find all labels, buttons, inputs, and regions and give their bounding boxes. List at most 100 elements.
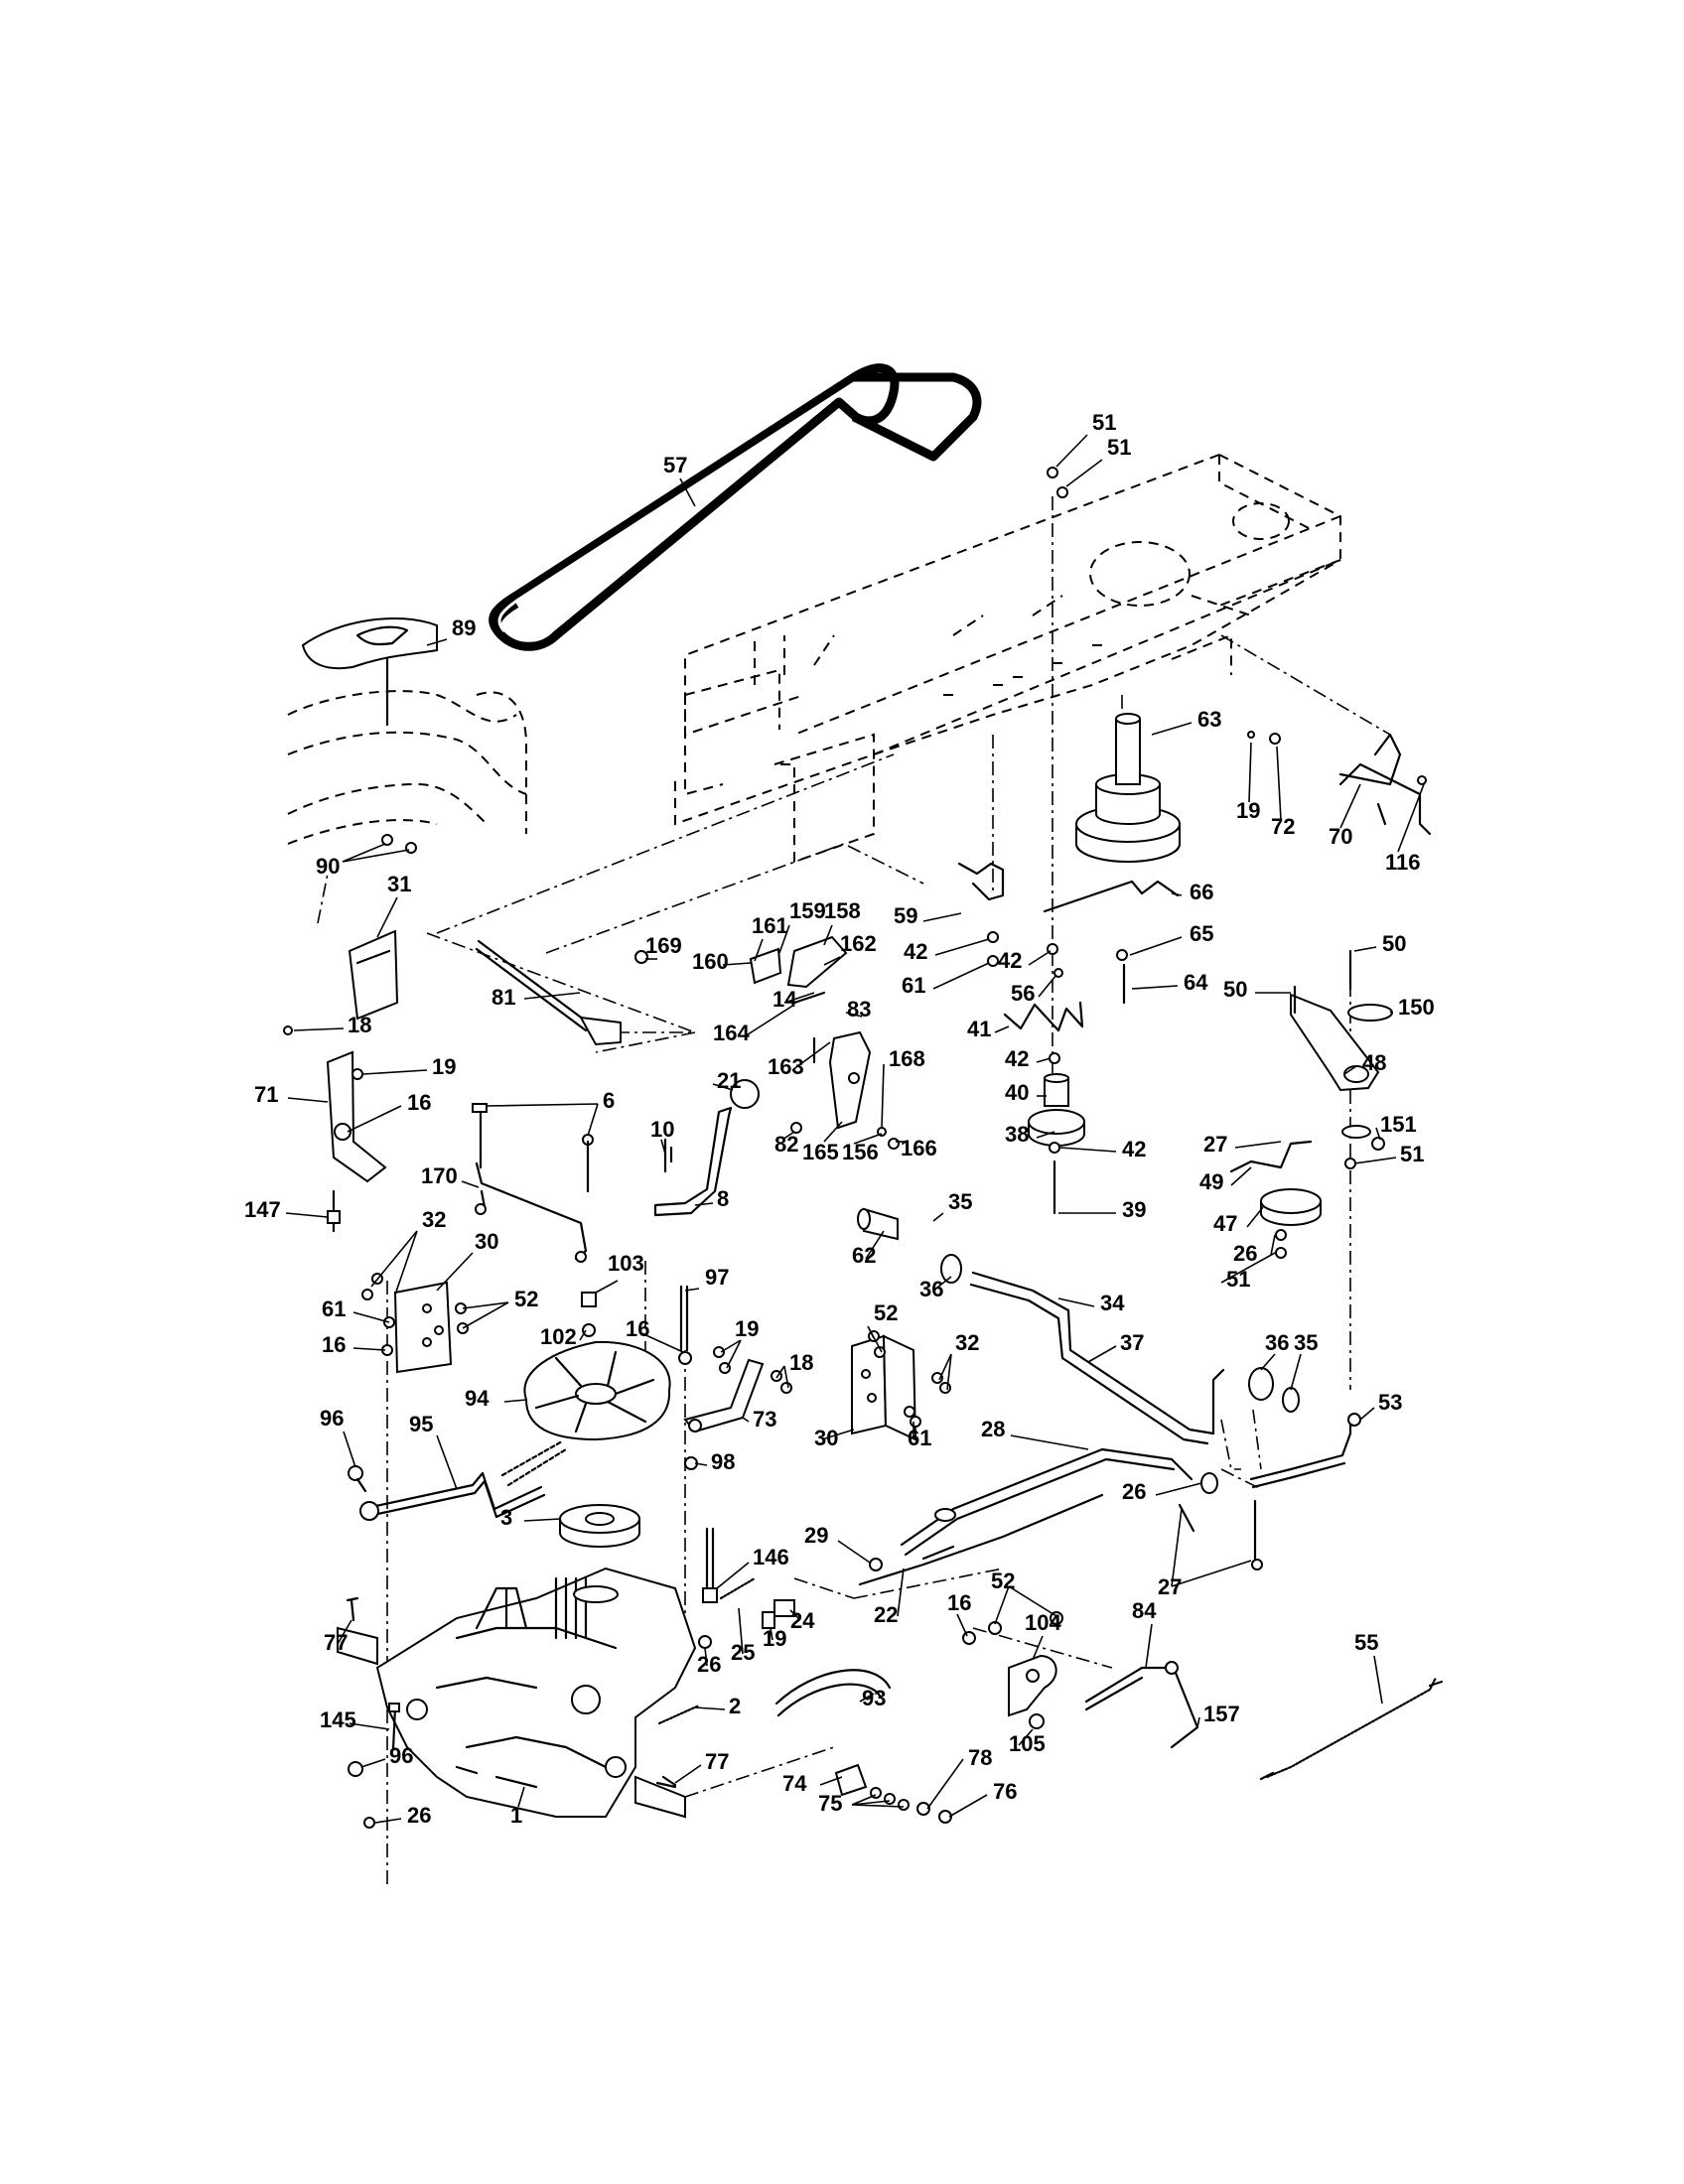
part-callout-1: 1 <box>510 1803 522 1828</box>
part-callout-81: 81 <box>491 985 515 1010</box>
part-callout-32: 32 <box>422 1207 446 1232</box>
part-callout-34: 34 <box>1100 1291 1125 1315</box>
part-callout-36: 36 <box>919 1277 943 1301</box>
part-callout-40: 40 <box>1005 1080 1029 1105</box>
part-callout-96: 96 <box>320 1406 344 1431</box>
part-callout-32: 32 <box>955 1330 979 1355</box>
part-callout-16: 16 <box>322 1332 346 1357</box>
part-callout-51: 51 <box>1107 435 1131 460</box>
part-callout-52: 52 <box>991 1569 1015 1593</box>
part-callout-145: 145 <box>320 1707 356 1732</box>
part-callout-51: 51 <box>1092 410 1116 435</box>
part-callout-31: 31 <box>387 872 411 896</box>
part-callout-53: 53 <box>1378 1390 1402 1415</box>
input-pulley <box>559 1504 640 1548</box>
part-callout-89: 89 <box>452 615 476 640</box>
part-callout-48: 48 <box>1362 1050 1386 1075</box>
part-callout-71: 71 <box>254 1082 278 1107</box>
part-callout-84: 84 <box>1132 1598 1157 1623</box>
part-callout-42: 42 <box>904 939 927 964</box>
part-callout-93: 93 <box>862 1686 886 1710</box>
part-callout-165: 165 <box>802 1140 839 1164</box>
part-callout-42: 42 <box>1122 1137 1146 1161</box>
part-callout-61: 61 <box>322 1297 346 1321</box>
part-callout-147: 147 <box>244 1197 281 1222</box>
part-callout-59: 59 <box>894 903 917 928</box>
part-callout-29: 29 <box>804 1523 828 1548</box>
part-callout-61: 61 <box>902 973 925 998</box>
part-callout-14: 14 <box>772 987 797 1012</box>
part-callout-38: 38 <box>1005 1122 1029 1147</box>
part-callout-28: 28 <box>981 1417 1005 1441</box>
part-callout-26: 26 <box>1233 1241 1257 1266</box>
part-callout-64: 64 <box>1184 970 1208 995</box>
part-callout-151: 151 <box>1380 1112 1417 1137</box>
rod-53 <box>1249 1413 1361 1489</box>
part-callout-18: 18 <box>789 1350 813 1375</box>
cooling-fan <box>523 1340 671 1441</box>
rod-22 <box>858 1493 1104 1586</box>
bracket-158-group <box>749 935 872 1130</box>
part-callout-116: 116 <box>1385 850 1421 875</box>
part-callout-55: 55 <box>1354 1630 1378 1655</box>
idler-arm-48 <box>1229 993 1393 1226</box>
part-callout-70: 70 <box>1329 824 1352 849</box>
part-callout-169: 169 <box>645 933 682 958</box>
rods-41-66 <box>957 862 1180 1032</box>
part-callout-168: 168 <box>889 1046 925 1071</box>
part-callout-95: 95 <box>409 1412 433 1436</box>
part-callout-51: 51 <box>1400 1142 1424 1166</box>
part-callout-18: 18 <box>348 1013 371 1037</box>
part-callout-36: 36 <box>1265 1330 1289 1355</box>
part-callout-164: 164 <box>713 1021 750 1045</box>
part-callout-39: 39 <box>1122 1197 1146 1222</box>
part-callout-16: 16 <box>407 1090 431 1115</box>
lift-link <box>1338 733 1432 836</box>
part-callout-150: 150 <box>1398 995 1435 1020</box>
part-callout-42: 42 <box>1005 1046 1029 1071</box>
part-callout-57: 57 <box>663 453 687 478</box>
part-callout-27: 27 <box>1158 1574 1182 1599</box>
part-callout-66: 66 <box>1190 880 1213 904</box>
part-callout-47: 47 <box>1213 1211 1237 1236</box>
part-callout-170: 170 <box>421 1163 458 1188</box>
part-callout-77: 77 <box>705 1749 729 1774</box>
drive-belt <box>489 363 982 651</box>
part-callout-24: 24 <box>790 1608 815 1633</box>
axle-34 <box>969 1271 1225 1445</box>
part-callout-37: 37 <box>1120 1330 1144 1355</box>
part-callout-35: 35 <box>1294 1330 1318 1355</box>
chassis-frame <box>287 454 1341 864</box>
part-callout-30: 30 <box>814 1426 838 1450</box>
part-callout-19: 19 <box>735 1316 759 1341</box>
extension-spring <box>1259 1676 1444 1781</box>
part-callout-77: 77 <box>324 1630 348 1655</box>
part-callout-97: 97 <box>705 1265 729 1290</box>
part-callout-90: 90 <box>316 854 340 879</box>
part-callout-41: 41 <box>967 1017 991 1041</box>
part-callout-62: 62 <box>852 1243 876 1268</box>
part-callout-156: 156 <box>842 1140 879 1164</box>
part-callout-74: 74 <box>782 1771 807 1796</box>
part-callout-61: 61 <box>908 1426 931 1450</box>
part-callout-105: 105 <box>1009 1731 1046 1756</box>
part-callout-22: 22 <box>874 1602 898 1627</box>
pulley-38 <box>1028 1073 1085 1215</box>
part-callout-75: 75 <box>818 1791 842 1816</box>
part-callout-26: 26 <box>1122 1479 1146 1504</box>
part-callout-21: 21 <box>717 1068 741 1093</box>
part-callout-104: 104 <box>1025 1610 1061 1635</box>
part-callout-6: 6 <box>603 1088 615 1113</box>
part-callout-8: 8 <box>717 1186 729 1211</box>
part-callout-25: 25 <box>731 1640 755 1665</box>
mount-bracket-left <box>326 1050 387 1233</box>
lever-8 <box>653 1079 760 1217</box>
part-callout-3: 3 <box>500 1505 512 1530</box>
part-callout-2: 2 <box>729 1694 741 1718</box>
part-callout-26: 26 <box>697 1652 721 1677</box>
part-callout-42: 42 <box>998 948 1022 973</box>
part-callout-19: 19 <box>1236 798 1260 823</box>
part-callout-26: 26 <box>407 1803 431 1828</box>
part-callout-158: 158 <box>824 898 861 923</box>
